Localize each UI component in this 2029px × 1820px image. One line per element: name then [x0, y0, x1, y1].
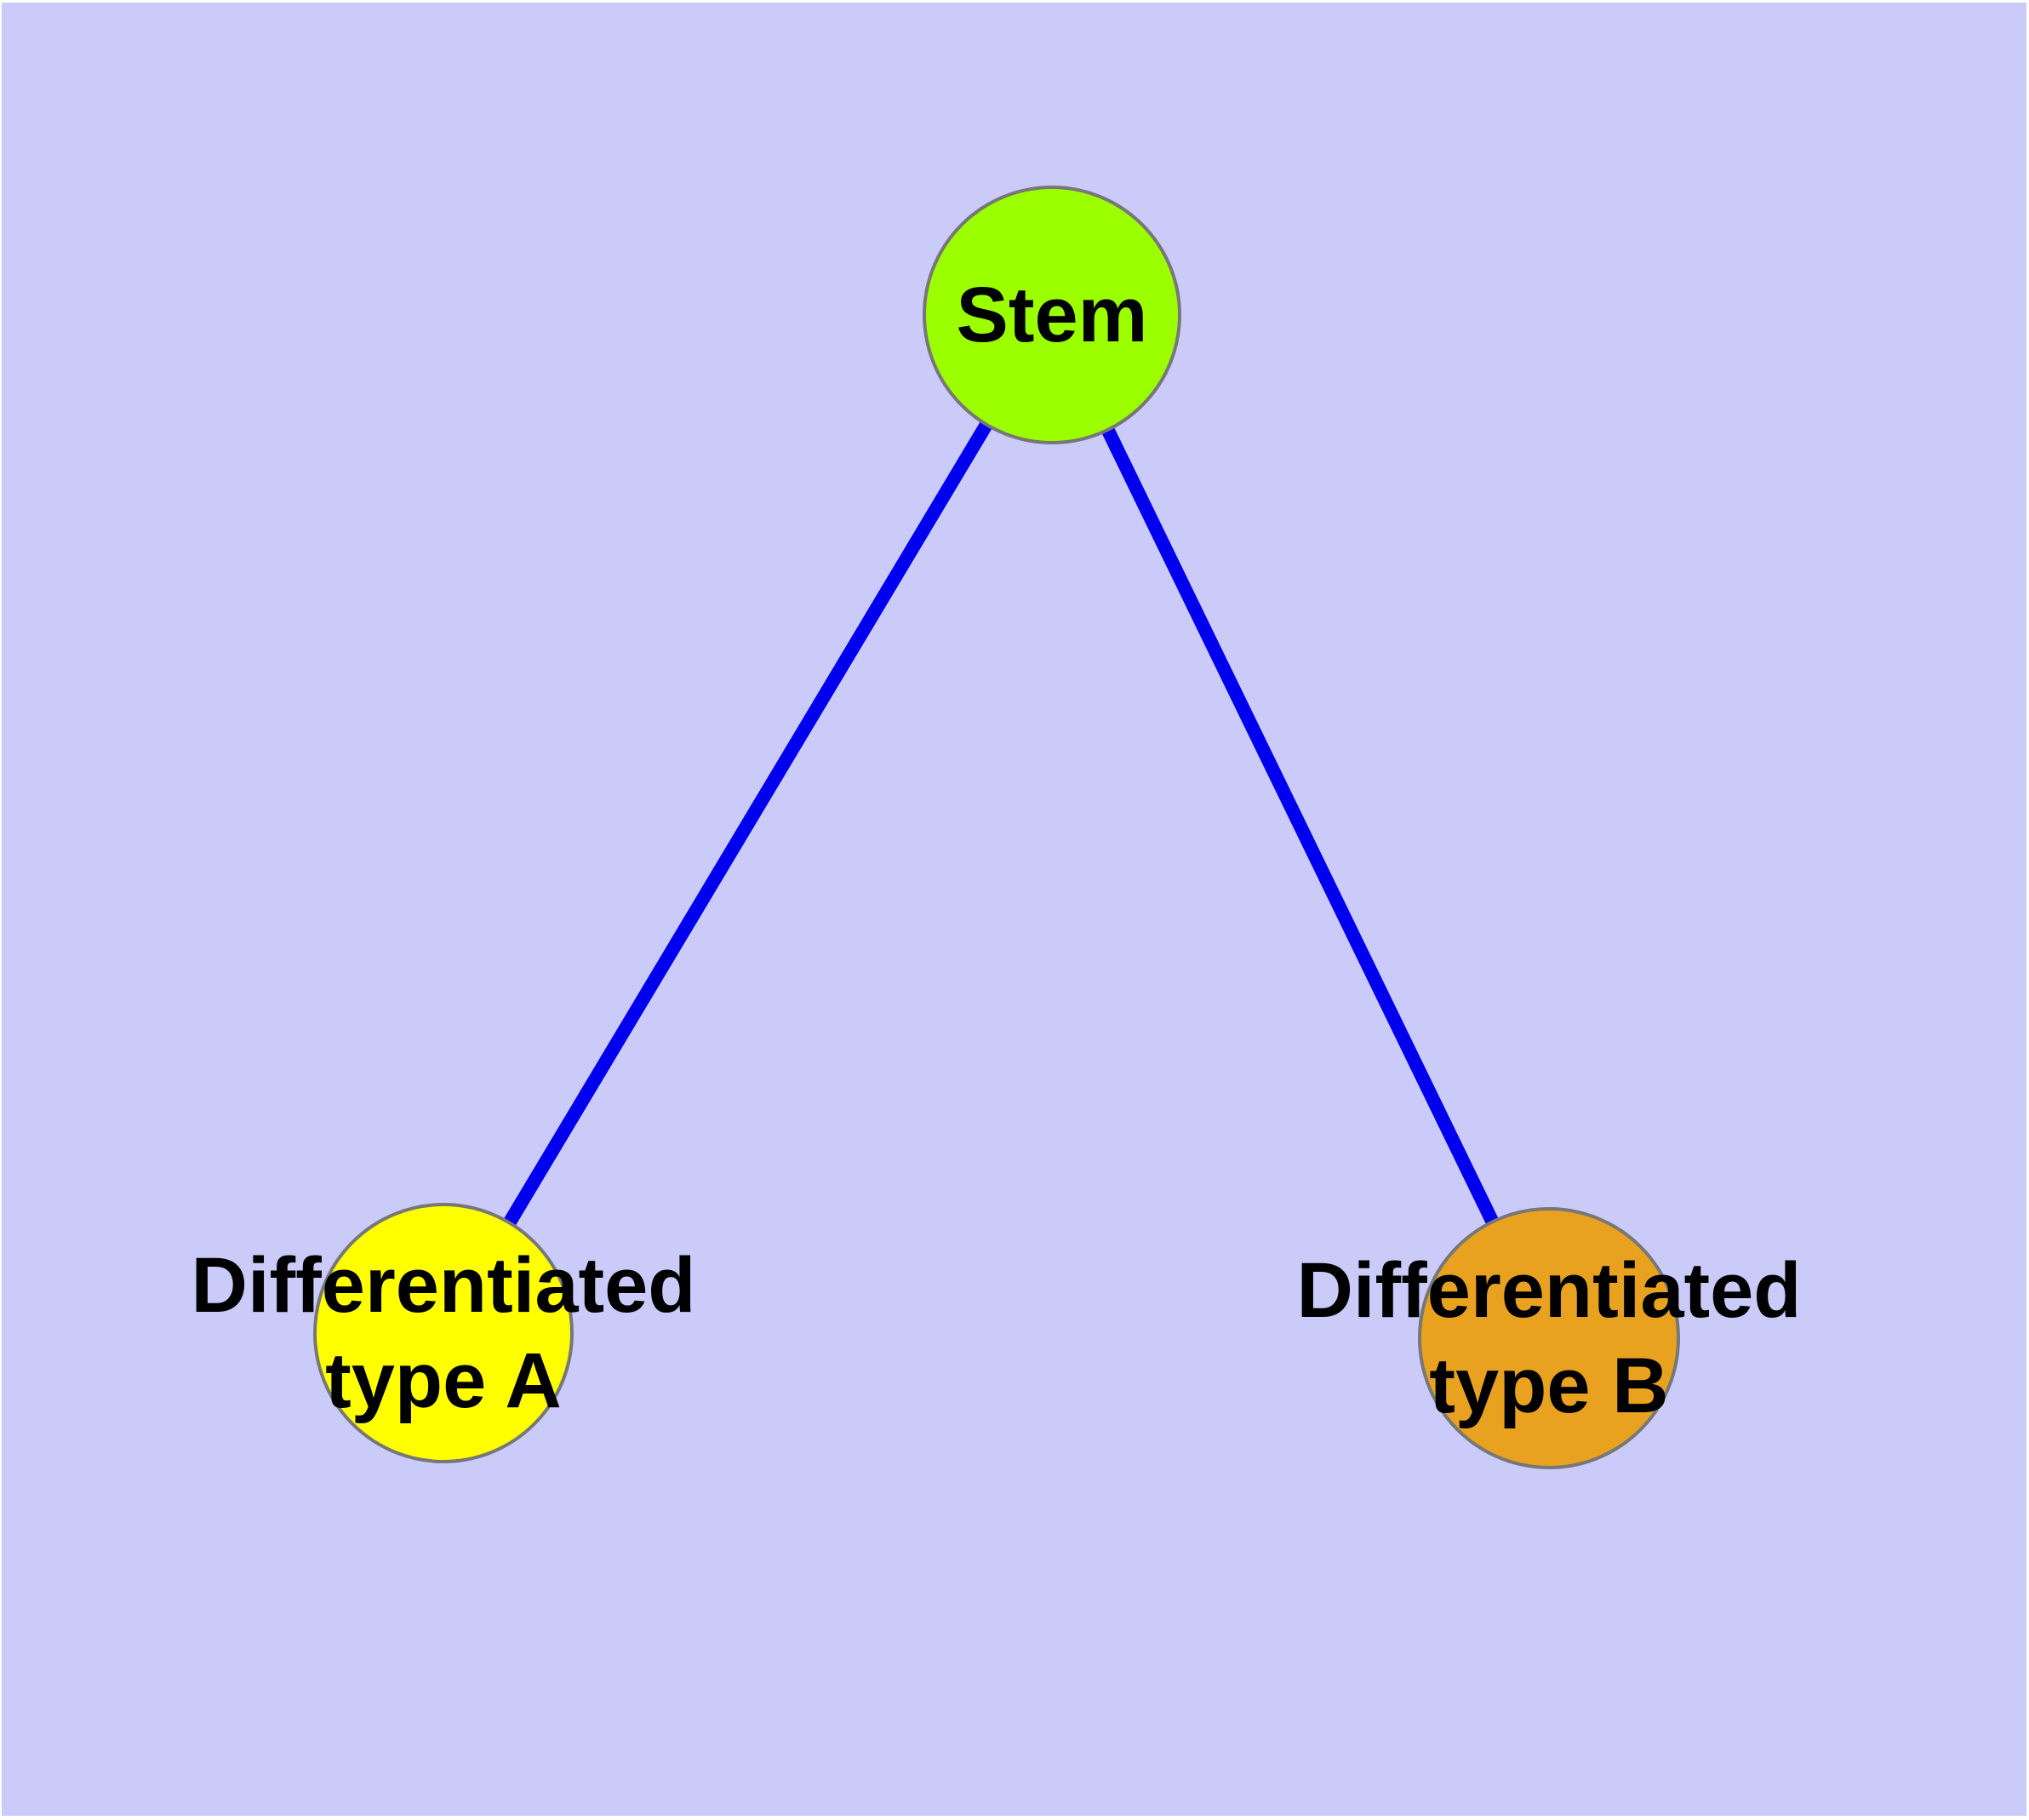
label-line: Differentiated — [1296, 1247, 1802, 1334]
edge-stem-to-type-a — [437, 311, 1058, 1337]
label-line: type A — [325, 1337, 562, 1424]
node-stem — [923, 186, 1181, 444]
node-type-a — [313, 1203, 574, 1463]
node-type-b-label: Differentiated type B — [1297, 1243, 1802, 1434]
node-type-a-label: Differentiated type A — [191, 1238, 696, 1428]
node-type-b — [1418, 1207, 1680, 1469]
label-line: type B — [1429, 1342, 1669, 1429]
label-line: Stem — [956, 272, 1148, 358]
node-stem-label: Stem — [957, 267, 1148, 363]
edge-stem-to-type-b — [1045, 312, 1556, 1342]
label-line: Differentiated — [191, 1242, 696, 1329]
